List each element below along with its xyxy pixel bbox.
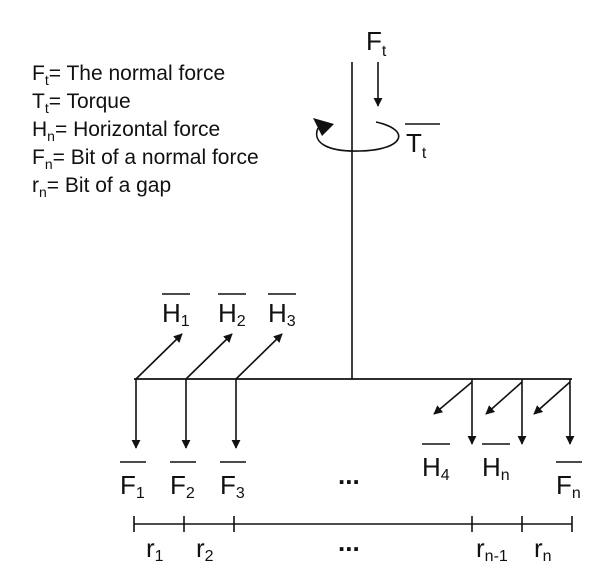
hn-label: Hn [482, 452, 510, 484]
h3-arrow [235, 333, 283, 380]
legend-item-normal-force: Ft= The normal force [32, 62, 225, 88]
hright-1-arrow [433, 381, 473, 415]
h3-label: H3 [268, 298, 296, 330]
legend-item-horizontal-force: Hn= Horizontal force [32, 118, 220, 144]
force-ellipsis: ... [338, 460, 360, 490]
h2-label: H2 [218, 298, 246, 330]
legend-item-bit-normal-force: Fn= Bit of a normal force [32, 146, 259, 172]
h2-arrow [185, 333, 233, 380]
gap-dimension [133, 516, 573, 532]
rn-label: rn [534, 533, 552, 565]
h1-label: H1 [162, 298, 190, 330]
f3-label: F3 [220, 470, 245, 502]
rn-1-label: rn-1 [476, 533, 508, 565]
h-left-group: H1 H2 H3 [135, 293, 296, 380]
h4-label: H4 [422, 452, 450, 484]
hright-2-arrow [485, 381, 523, 415]
legend: Ft= The normal force Tt= Torque Hn= Hori… [32, 62, 259, 200]
hright-3-arrow [533, 381, 571, 415]
r2-label: r2 [196, 533, 214, 565]
legend-item-bit-gap: rn= Bit of a gap [32, 174, 171, 200]
f2-label: F2 [170, 470, 195, 502]
torque-arrowhead [313, 118, 334, 136]
top-force-label: Ft [366, 26, 387, 60]
torque-arc [315, 121, 400, 152]
f-right-group [433, 379, 575, 445]
h1-arrow [135, 333, 183, 380]
torque-label: Tt [406, 128, 427, 162]
fn-label: Fn [556, 470, 581, 502]
gap-ellipsis: ... [338, 527, 360, 557]
f1-label: F1 [120, 470, 145, 502]
legend-item-torque: Tt= Torque [32, 90, 131, 116]
f-left-group [131, 379, 241, 449]
r1-label: r1 [146, 533, 164, 565]
